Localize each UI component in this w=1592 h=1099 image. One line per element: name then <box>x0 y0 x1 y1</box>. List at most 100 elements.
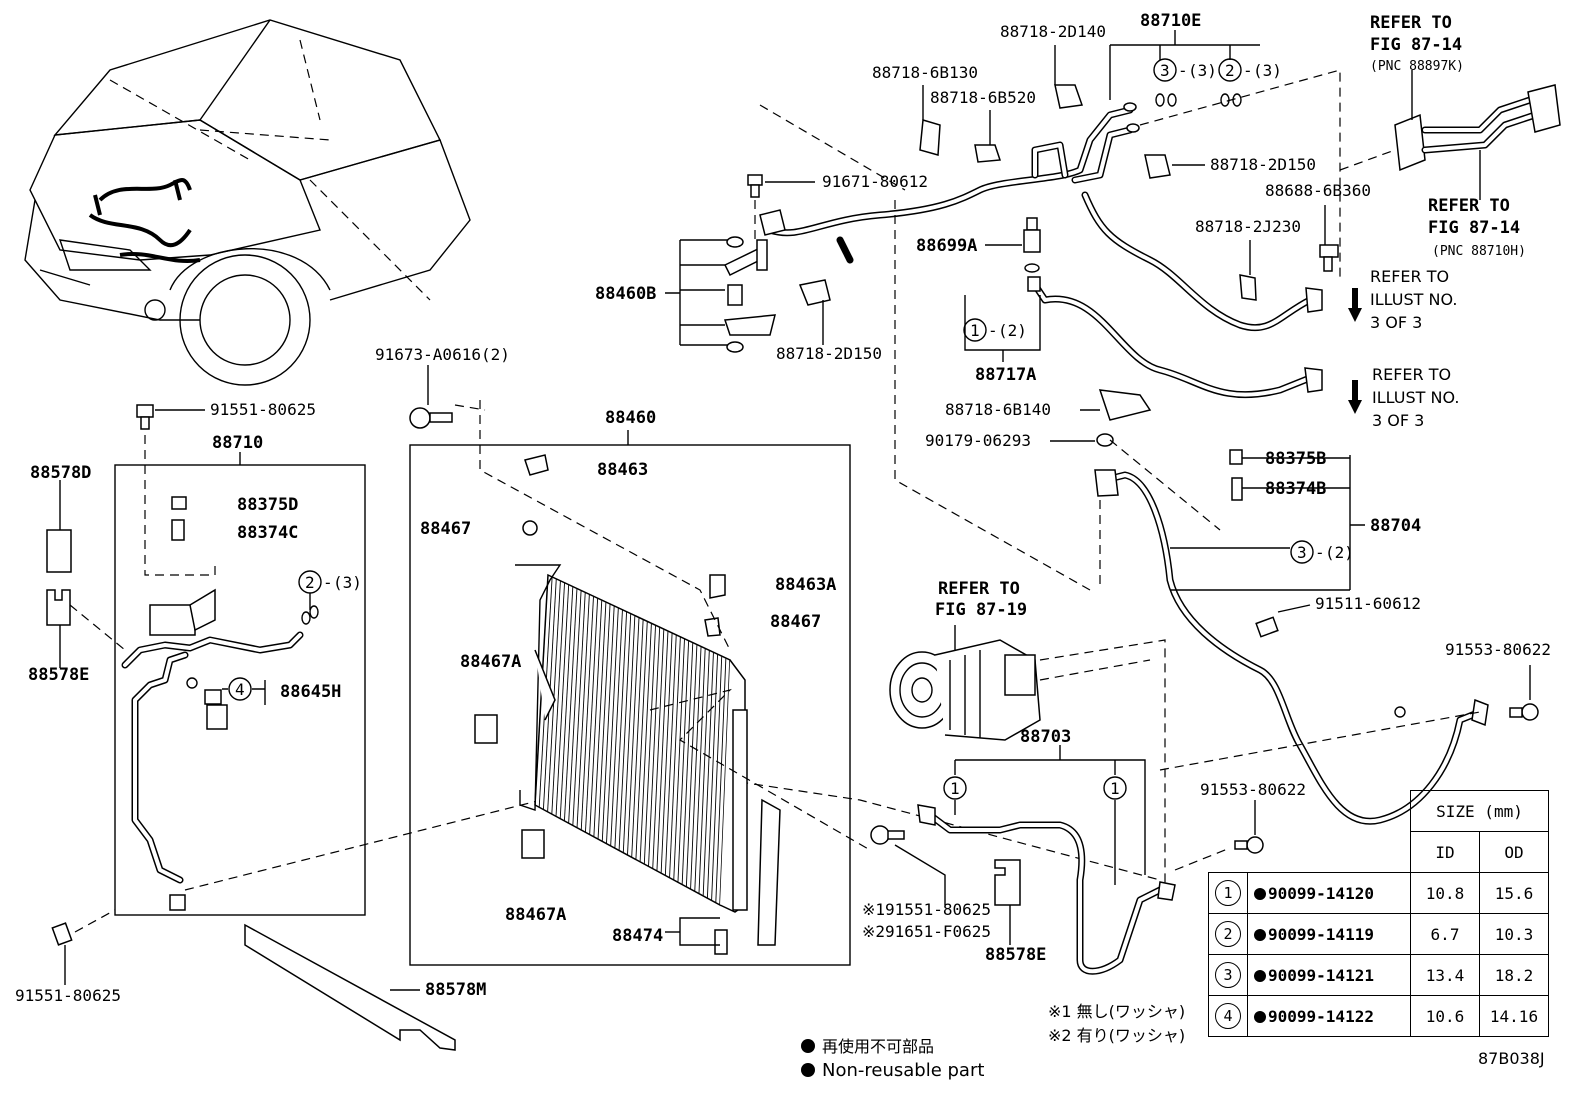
label-88578D: 88578D <box>30 463 91 483</box>
table-row: 1 90099-14120 10.8 15.6 <box>1208 872 1549 914</box>
svg-text:-: - <box>1178 61 1188 80</box>
circle-3b-label: 3 <box>1297 543 1307 562</box>
ref-illust-b-line1: REFER TO <box>1372 365 1451 384</box>
label-90179-06293: 90179-06293 <box>925 431 1031 450</box>
pad-88578M <box>244 923 456 1051</box>
label-88467-top: 88467 <box>420 519 471 539</box>
label-88467-mid: 88467 <box>770 612 821 632</box>
hose-88704 <box>1094 439 1539 825</box>
part-labels: 88710E 88718-2D140 88718-6B130 88718-6B5… <box>15 11 1551 1005</box>
qty-1-2: (2) <box>998 321 1027 340</box>
label-88460B: 88460B <box>595 284 656 304</box>
condenser-fin <box>597 603 611 840</box>
label-91673-A0616: 91673-A0616(2) <box>375 345 510 364</box>
condenser-fin <box>694 648 706 892</box>
label-88578E-bottom: 88578E <box>985 945 1046 965</box>
condenser-fin <box>585 598 599 833</box>
condenser-fin <box>639 623 652 862</box>
circle-3-label: 3 <box>1160 61 1170 80</box>
col-od-header: OD <box>1479 831 1549 873</box>
ref-fig87-14b-line2: FIG 87-14 <box>1428 218 1520 238</box>
legend-dot-jp <box>801 1039 815 1053</box>
size-table-header-row: SIZE (mm) <box>1209 790 1549 832</box>
label-91553-80622-right: 91553-80622 <box>1445 640 1551 659</box>
condenser-fin <box>551 582 565 815</box>
condenser-fin <box>681 642 694 885</box>
label-88578E-left: 88578E <box>28 665 89 685</box>
svg-text:-: - <box>988 321 998 340</box>
non-reusable-dot-icon <box>1254 1010 1266 1023</box>
label-88467A-top: 88467A <box>460 652 521 672</box>
condenser-fin <box>664 634 677 876</box>
label-88645H: 88645H <box>280 682 341 702</box>
row-od: 10.3 <box>1479 913 1549 955</box>
callouts: 3 - (3) 2 - (3) 1 - (2) 3 - (2) 2 - (3) … <box>222 58 1354 800</box>
label-91553-80622-bottom: 91553-80622 <box>1200 780 1306 799</box>
legend-en: Non-reusable part <box>822 1060 984 1081</box>
qty-2-3a: (3) <box>1253 61 1282 80</box>
condenser-fin <box>698 650 710 894</box>
condenser-fin <box>610 609 623 846</box>
condenser-fin <box>660 632 673 874</box>
qty-3-2: (2) <box>1325 543 1354 562</box>
label-88467A-bottom: 88467A <box>505 905 566 925</box>
condenser-fin <box>669 636 681 878</box>
circle-1b-label: 1 <box>950 779 960 798</box>
ref-fig87-19-line2: FIG 87-19 <box>935 600 1027 620</box>
fitting-fig87-14 <box>1339 70 1561 200</box>
condenser-fin <box>589 600 603 835</box>
label-88710: 88710 <box>212 433 263 453</box>
clip-88718-6B140 <box>1050 389 1152 447</box>
condenser-fin <box>614 611 628 849</box>
non-reusable-dot-icon <box>1254 969 1266 982</box>
label-91551-80625-top: 91551-80625 <box>210 400 316 419</box>
label-91551-80625-bottom: 91551-80625 <box>15 986 121 1005</box>
label-88718-2D150-right: 88718-2D150 <box>1210 155 1316 174</box>
row-od: 15.6 <box>1479 872 1549 914</box>
condenser-fin <box>576 594 590 828</box>
label-88374B: 88374B <box>1265 479 1326 499</box>
label-88578M: 88578M <box>425 980 486 1000</box>
label-88718-6B140: 88718-6B140 <box>945 400 1051 419</box>
label-91551-80625-note: ※191551-80625 <box>862 900 991 919</box>
group-88460B <box>665 236 831 353</box>
condenser-fin <box>706 654 719 899</box>
condenser-fin <box>580 596 594 831</box>
condenser-fin <box>702 652 714 896</box>
label-88718-2D150-center: 88718-2D150 <box>776 344 882 363</box>
condenser-fin <box>635 621 648 860</box>
row-od: 18.2 <box>1479 954 1549 996</box>
row-part-number: 90099-14119 <box>1268 924 1374 944</box>
circle-4-label: 4 <box>235 680 245 699</box>
condenser-fin <box>568 590 582 824</box>
label-88474: 88474 <box>612 926 663 946</box>
group-88710 <box>69 420 1161 916</box>
label-88688-6B360: 88688-6B360 <box>1265 181 1371 200</box>
legend-dot-en <box>801 1063 815 1077</box>
ref-illust-a-line3: 3 OF 3 <box>1370 313 1422 332</box>
condenser-fin <box>559 586 574 819</box>
row-id: 10.6 <box>1410 995 1480 1037</box>
row-id: 10.8 <box>1410 872 1480 914</box>
condenser-fin <box>593 602 607 837</box>
label-88375D: 88375D <box>237 495 298 515</box>
condenser-fin <box>555 584 570 817</box>
clip-88718-2D150-right <box>1144 154 1205 179</box>
hose-to-illust <box>1081 191 1362 414</box>
svg-text:-: - <box>1315 543 1325 562</box>
refer-labels: REFER TO FIG 87-14 (PNC 88897K) REFER TO… <box>935 13 1526 620</box>
condenser-fin <box>631 619 644 858</box>
switch-88699A <box>894 200 1323 591</box>
condenser-fin <box>606 607 619 844</box>
notes: ※1 無し(ワッシャ) ※2 有り(ワッシャ) 再使用不可部品 Non-reus… <box>801 1002 1545 1081</box>
condenser-fin <box>622 615 636 853</box>
circle-2b-label: 2 <box>305 573 315 592</box>
svg-text:-: - <box>1243 61 1253 80</box>
label-88463A: 88463A <box>775 575 836 595</box>
ref-fig87-19-line1: REFER TO <box>938 579 1020 599</box>
suction-hose <box>747 45 1140 264</box>
row-number: 3 <box>1215 962 1241 988</box>
label-88704: 88704 <box>1370 516 1421 536</box>
legend-jp: 再使用不可部品 <box>822 1037 934 1056</box>
